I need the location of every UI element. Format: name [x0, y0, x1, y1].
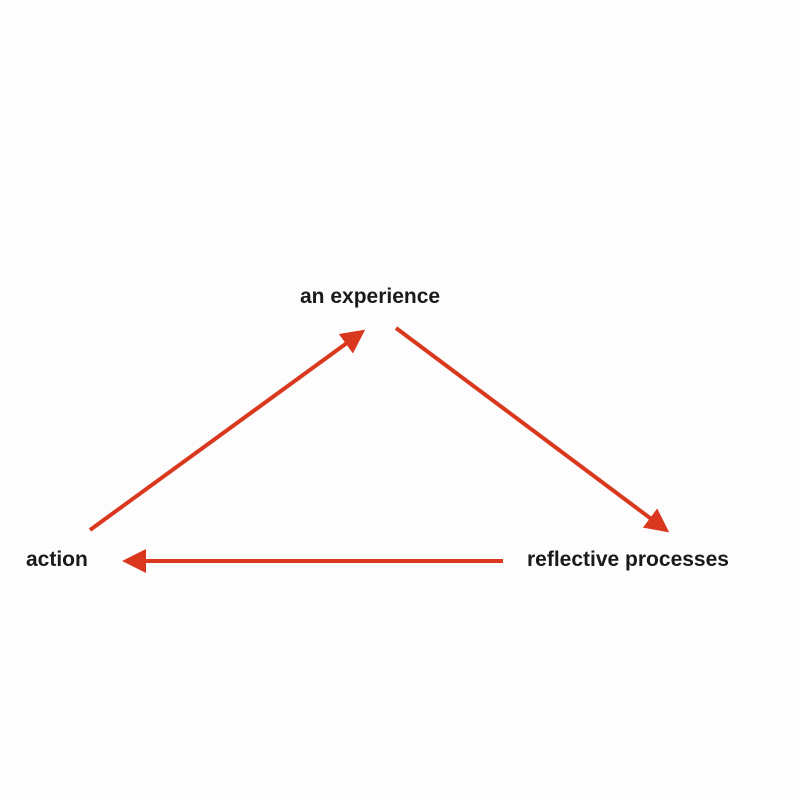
node-experience-label: an experience: [300, 285, 441, 308]
arrow-action-to-experience: [88, 329, 366, 532]
node-action-label: action: [26, 548, 88, 571]
arrow-experience-to-reflective: [394, 326, 670, 533]
node-reflective-label: reflective processes: [527, 548, 729, 571]
